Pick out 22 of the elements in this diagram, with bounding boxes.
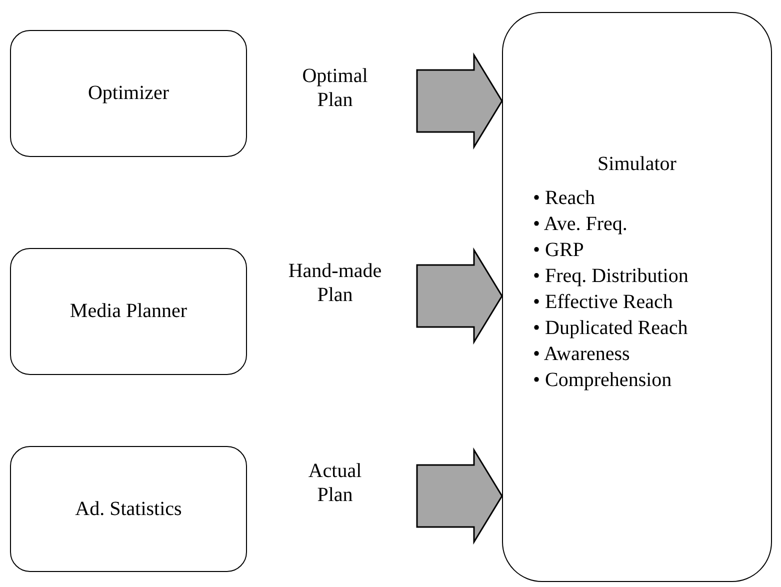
block-arrow bbox=[416, 447, 503, 545]
process-box bbox=[10, 446, 247, 572]
bullet-item: • Duplicated Reach bbox=[533, 316, 688, 341]
process-box bbox=[10, 30, 247, 157]
plan-label: Actual Plan bbox=[307, 459, 363, 507]
simulator-panel bbox=[502, 12, 772, 582]
bullet-item: • Freq. Distribution bbox=[533, 264, 688, 289]
bullet-item: • Reach bbox=[533, 186, 595, 211]
bullet-item: • Comprehension bbox=[533, 368, 672, 393]
process-box bbox=[10, 248, 247, 375]
block-arrow bbox=[416, 52, 503, 150]
block-arrow bbox=[416, 247, 503, 345]
bullet-item: • GRP bbox=[533, 238, 584, 263]
plan-label: Optimal Plan bbox=[301, 64, 369, 112]
box-label: Optimizer bbox=[88, 82, 170, 105]
bullet-item: • Awareness bbox=[533, 342, 630, 367]
box-label: Ad. Statistics bbox=[75, 498, 182, 520]
box-label: Media Planner bbox=[70, 300, 188, 323]
panel-heading: Simulator bbox=[598, 153, 676, 175]
bullet-item: • Effective Reach bbox=[533, 290, 673, 315]
plan-label: Hand-made Plan bbox=[287, 259, 383, 307]
bullet-item: • Ave. Freq. bbox=[533, 212, 628, 237]
